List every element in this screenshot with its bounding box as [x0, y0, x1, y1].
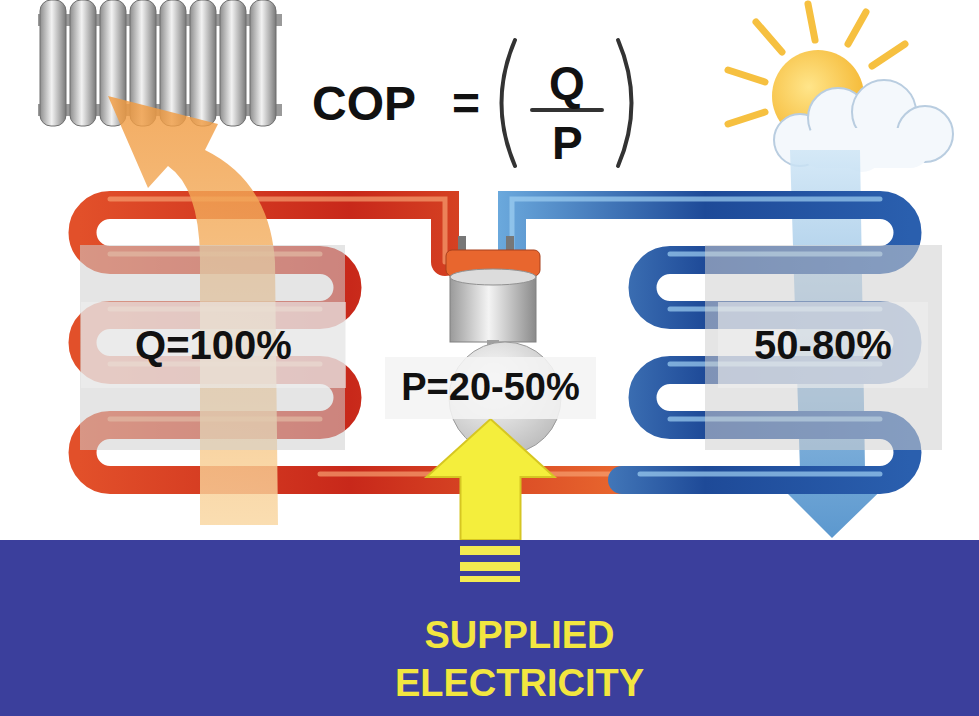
- arrow-stripe: [460, 562, 520, 571]
- formula-sign: =: [452, 80, 480, 128]
- formula-parentheses: [502, 40, 632, 166]
- node-text: Q=100%: [135, 322, 292, 368]
- radiator: [38, 0, 282, 126]
- coil-panel: [705, 245, 942, 450]
- formula-symbol: P: [552, 120, 583, 166]
- quantity-band: Q=100%: [81, 302, 346, 388]
- formula-symbol: Q: [549, 60, 585, 106]
- coil-panel: [80, 245, 345, 450]
- power-arrow: [427, 419, 555, 540]
- compressor: [446, 236, 561, 454]
- node-text: 50-80%: [754, 322, 892, 368]
- electricity-band: SUPPLIED ELECTRICITY: [0, 540, 979, 716]
- arrow-stripe: [460, 546, 520, 555]
- node-text: P=20-50%: [401, 366, 580, 410]
- arrow-stripes: [450, 546, 530, 596]
- quantity-band: 50-80%: [718, 302, 928, 388]
- arrow-stripe: [460, 576, 520, 582]
- quantity-band: P=20-50%: [385, 357, 596, 419]
- node-text: SUPPLIED ELECTRICITY: [355, 612, 685, 707]
- formula-text: COP: [312, 80, 416, 128]
